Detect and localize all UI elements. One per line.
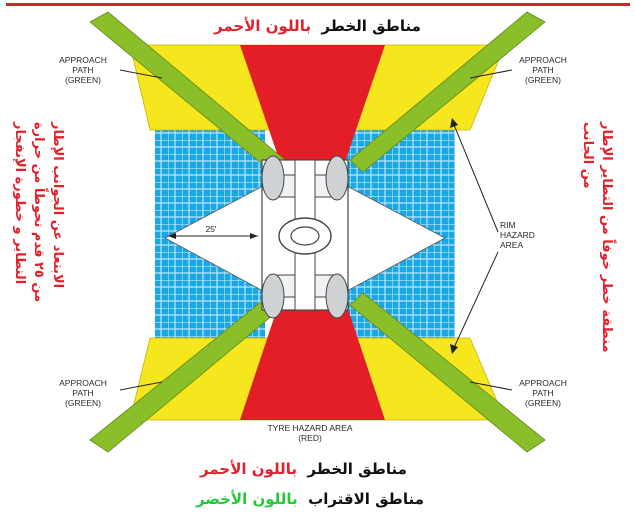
legend-green: مناطق الاقتراب باللون الأخضر (196, 490, 424, 508)
legend-red: مناطق الخطر باللون الأحمر (200, 460, 407, 478)
approach-path-tr (349, 11, 546, 173)
distance-arrow-right (250, 233, 258, 239)
label-tyre-hazard: TYRE HAZARD AREA(RED) (267, 423, 353, 443)
top-rule (6, 3, 630, 6)
title-top: مناطق الخطر باللون الأحمر (214, 17, 421, 35)
rim-pointer-upper (451, 119, 499, 233)
pointer-br (469, 381, 513, 391)
hub-inner (290, 226, 320, 246)
rim-arrow-upper (450, 118, 458, 128)
pointer-bl (119, 381, 163, 391)
tyre-top-right (325, 155, 349, 201)
approach-path-br (349, 292, 546, 453)
pointer-tr (469, 69, 513, 79)
tyre-bottom-right (325, 273, 349, 319)
distance-arrow-left (168, 233, 176, 239)
tyre-top-left (261, 155, 285, 201)
rim-pointer-lower (451, 251, 499, 353)
pointer-tl (119, 69, 163, 79)
red-zone-bottom (240, 300, 385, 420)
red-zone-top (240, 45, 385, 162)
label-distance: 25' (205, 224, 217, 234)
tyre-bottom-left (261, 273, 285, 319)
rim-arrow-lower (450, 344, 458, 354)
